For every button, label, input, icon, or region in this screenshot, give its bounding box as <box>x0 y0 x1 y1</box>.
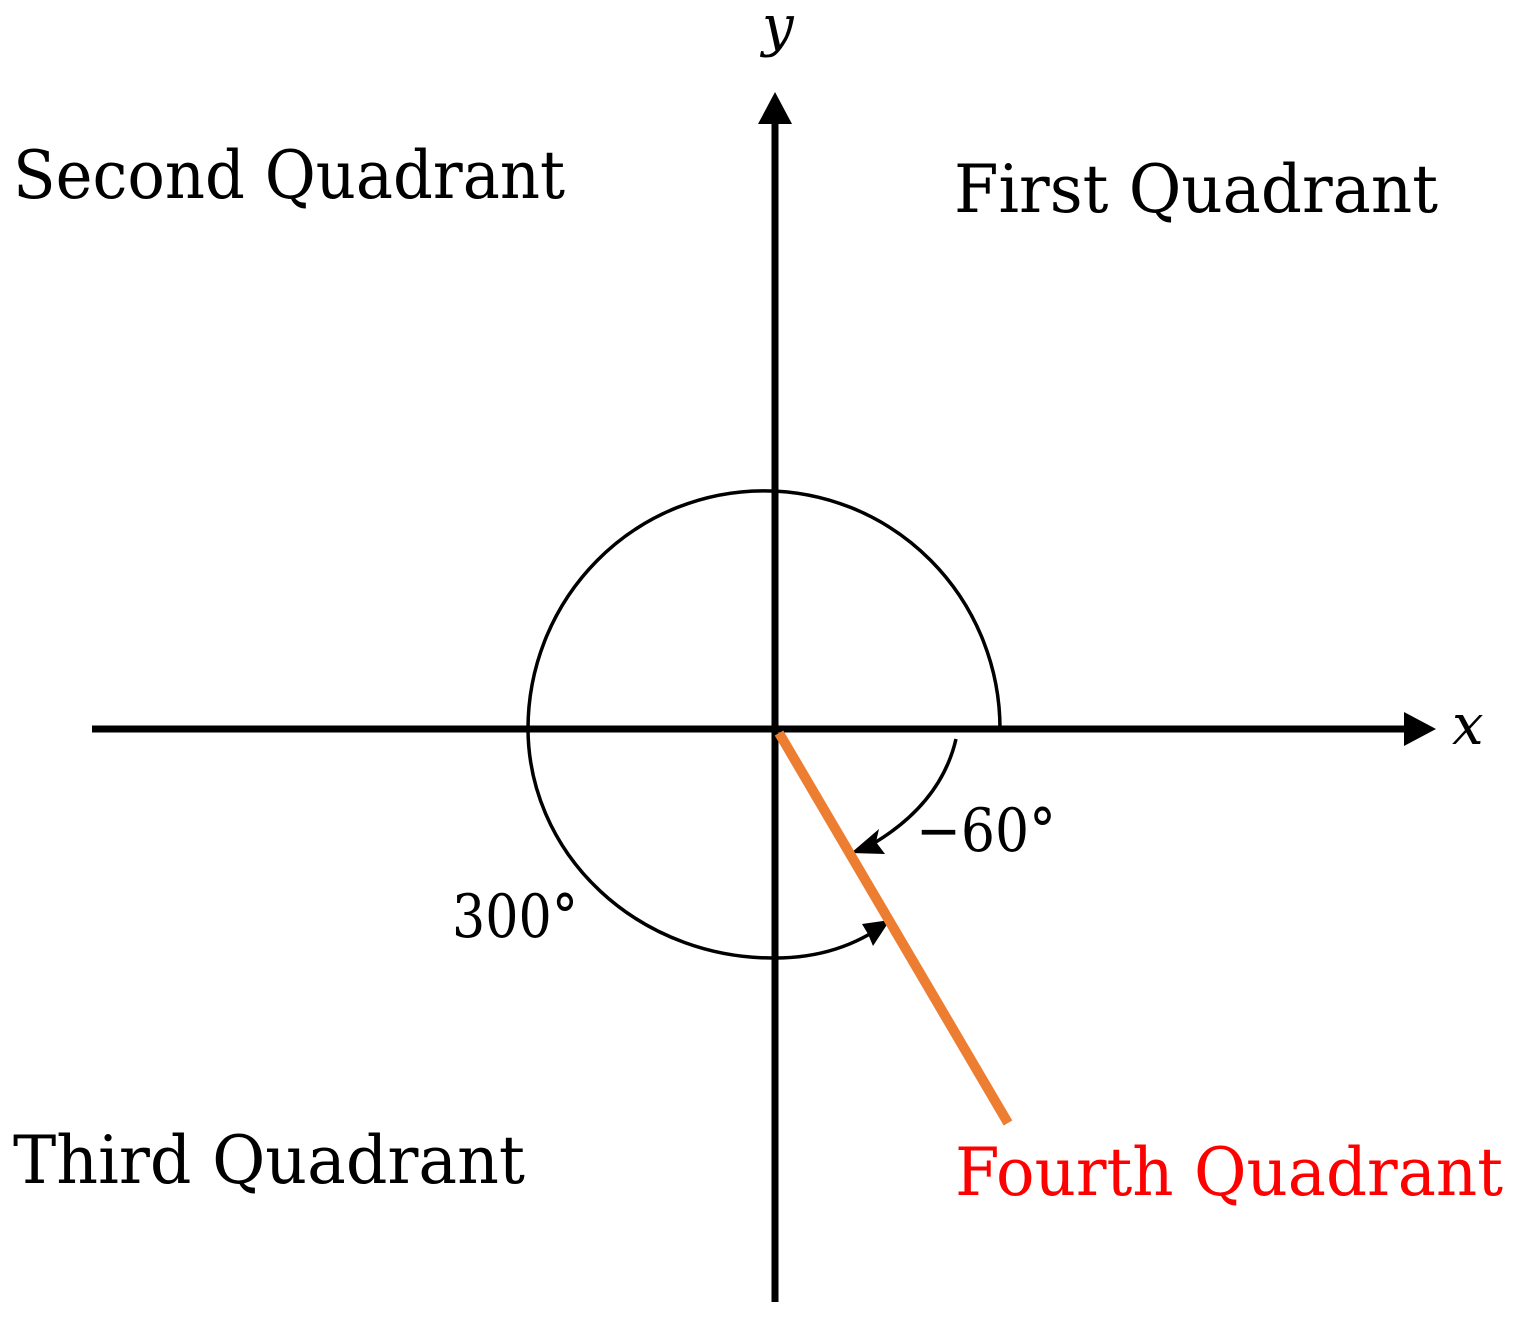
arc-negative-60-degrees <box>861 738 958 852</box>
arc-300-arrowhead <box>862 920 890 946</box>
arc-negative-60-arrowhead <box>851 829 885 854</box>
third-quadrant-label: Third Quadrant <box>13 1122 525 1199</box>
arc-300-degrees <box>526 489 1002 960</box>
fourth-quadrant-label: Fourth Quadrant <box>955 1134 1503 1211</box>
y-axis-label: y <box>759 0 795 59</box>
second-quadrant-label: Second Quadrant <box>13 137 565 214</box>
terminal-side <box>774 730 1013 1126</box>
angle-label-negative-60: −60° <box>916 796 1056 866</box>
first-quadrant-label: First Quadrant <box>954 151 1438 228</box>
x-axis-arrowhead <box>1404 712 1436 746</box>
x-axis-label: x <box>1452 693 1484 758</box>
angle-label-300: 300° <box>452 882 578 952</box>
y-axis-arrowhead <box>758 92 792 124</box>
